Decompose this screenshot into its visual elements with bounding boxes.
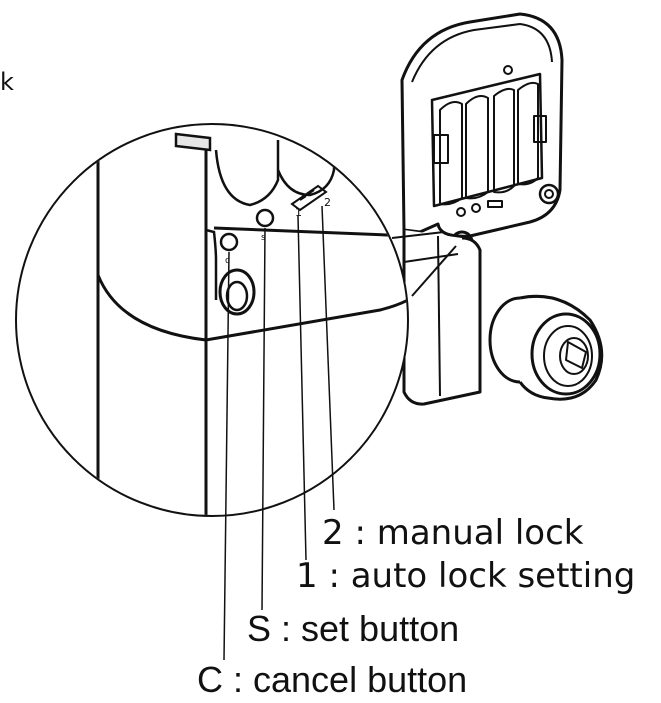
leader-lines — [223, 205, 335, 661]
magnifier-connector-line — [411, 245, 457, 297]
lower-housing — [402, 230, 482, 406]
large-cancel-button — [218, 268, 256, 316]
leader-2 — [321, 205, 335, 511]
switch-mark-2: 2 — [324, 196, 331, 209]
set-mark: s — [261, 233, 266, 243]
callout-set-button: S : set button — [247, 608, 460, 649]
callout-manual-lock: 2 : manual lock — [322, 513, 584, 553]
callout-auto-lock-setting: 1 : auto lock setting — [296, 556, 636, 596]
edge-text: k — [0, 68, 14, 96]
leader-s — [261, 227, 266, 611]
battery-cells — [439, 81, 539, 206]
cancel-button-ring — [219, 232, 239, 252]
leader-c — [223, 251, 230, 661]
magnified-view: 1 2 s c — [15, 123, 409, 517]
switch-mark-1: 1 — [295, 206, 302, 219]
right-screw-icon — [538, 183, 560, 205]
callout-cancel-button: C : cancel button — [197, 659, 468, 700]
leader-1 — [297, 215, 307, 561]
thumb-turn-knob — [488, 294, 604, 401]
lock-body — [400, 12, 604, 406]
cancel-mark: c — [225, 256, 230, 266]
set-button-ring — [255, 208, 275, 228]
upper-housing — [400, 12, 564, 238]
top-screw-icon — [503, 65, 513, 75]
battery-compartment — [430, 72, 544, 208]
